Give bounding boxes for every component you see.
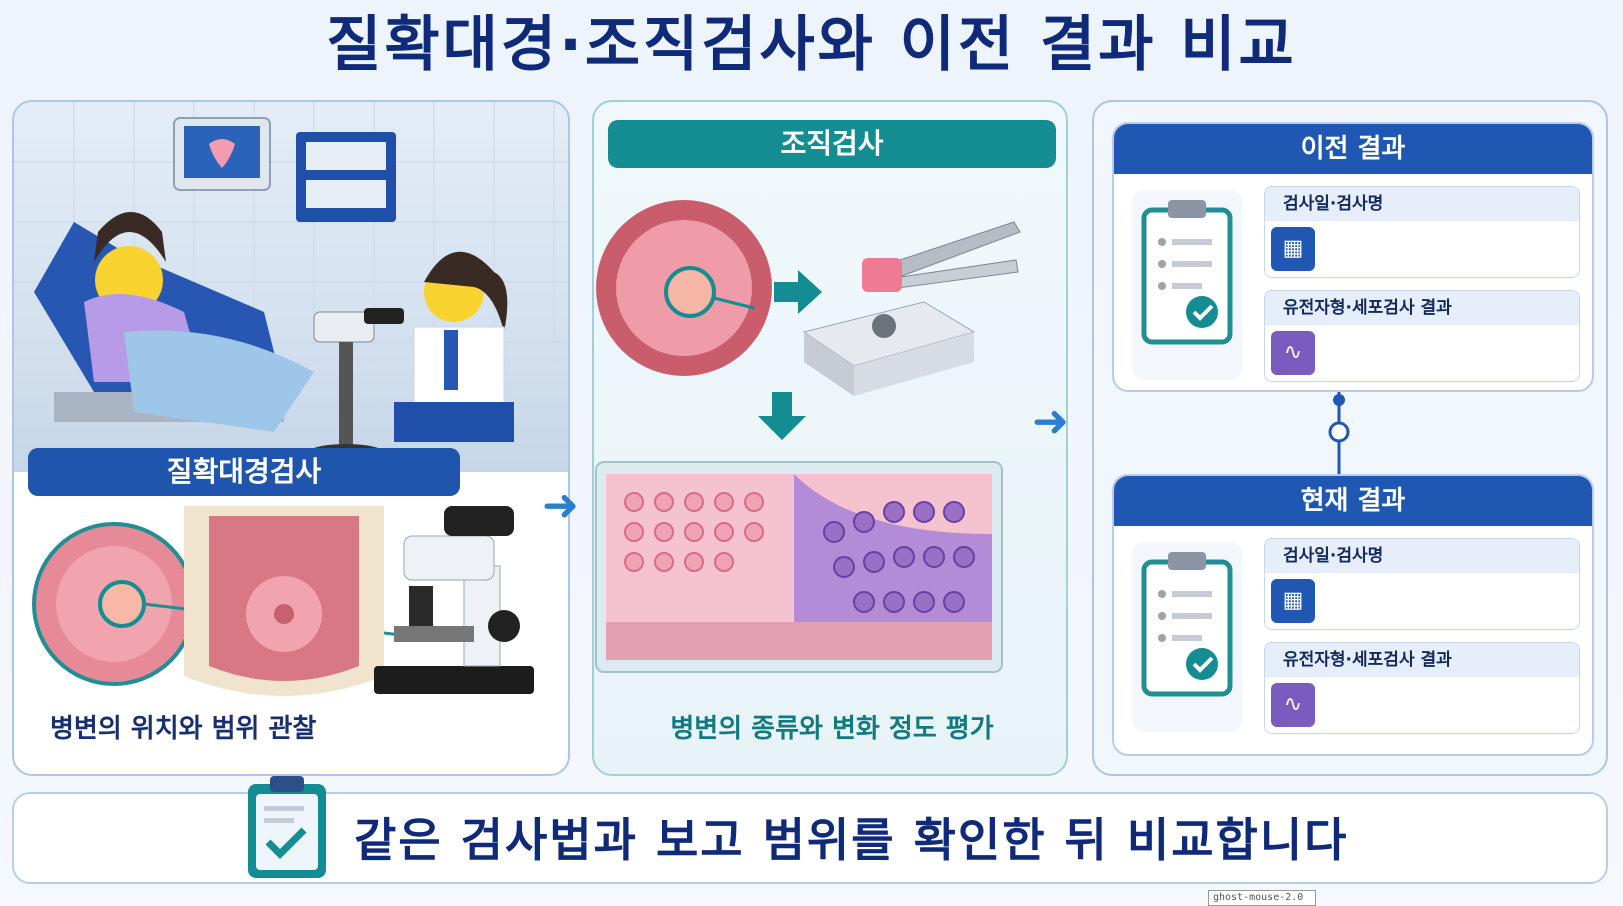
- colposcopy-panel: 질확대경검사 병변의 위치와 범위 관찰: [12, 100, 570, 776]
- page-title: 질확대경·조직검사와 이전 결과 비교: [326, 10, 1297, 80]
- tweezers-icon: [893, 221, 1021, 289]
- colposcopy-label: 질확대경검사: [28, 448, 460, 496]
- bottom-message-bar: 같은 검사법과 보고 범위를 확인한 뒤 비교합니다: [12, 776, 1608, 884]
- right-arrow-icon: ➜: [1032, 396, 1069, 447]
- right-arrow-icon: [774, 270, 822, 314]
- exam-date-label: 검사일·검사명: [1265, 539, 1579, 573]
- microscope-icon: [374, 506, 534, 694]
- biopsy-label: 조직검사: [608, 120, 1056, 168]
- results-panel: 이전 결과 검사일·검사명 ▦ 유전자형·세포검사 결과 ∿: [1092, 100, 1608, 776]
- cervix-microscope-illustration: [14, 496, 568, 706]
- genotype-cytology-label: 유전자형·세포검사 결과: [1265, 291, 1579, 325]
- biopsy-caption: 병변의 종류와 변화 정도 평가: [670, 714, 994, 744]
- genotype-cytology-field: 유전자형·세포검사 결과 ∿: [1264, 642, 1580, 734]
- exam-date-label: 검사일·검사명: [1265, 187, 1579, 221]
- dna-icon: ∿: [1271, 683, 1315, 727]
- clipboard-check-icon: [1132, 542, 1242, 732]
- genotype-cytology-field: 유전자형·세포검사 결과 ∿: [1264, 290, 1580, 382]
- right-arrow-icon: ➜: [542, 480, 579, 531]
- clipboard-check-icon: [1132, 190, 1242, 380]
- exam-room-illustration: [14, 102, 568, 472]
- down-arrow-icon: [758, 392, 806, 440]
- calendar-icon: ▦: [1271, 579, 1315, 623]
- bottom-message: 같은 검사법과 보고 범위를 확인한 뒤 비교합니다: [354, 813, 1349, 867]
- corner-tag: ghost-mouse-2.0: [1208, 890, 1316, 906]
- colposcopy-caption: 병변의 위치와 범위 관찰: [50, 714, 317, 744]
- exam-date-field: 검사일·검사명 ▦: [1264, 538, 1580, 630]
- genotype-cytology-label: 유전자형·세포검사 결과: [1265, 643, 1579, 677]
- clipboard-check-icon: [242, 772, 332, 882]
- current-result-card: 현재 결과 검사일·검사명 ▦ 유전자형·세포검사 결과 ∿: [1112, 474, 1594, 756]
- current-result-header: 현재 결과: [1114, 476, 1592, 526]
- biopsy-process-illustration: [594, 182, 1066, 702]
- exam-date-field: 검사일·검사명 ▦: [1264, 186, 1580, 278]
- dna-icon: ∿: [1271, 331, 1315, 375]
- connector-line: [1328, 392, 1350, 474]
- biopsy-panel: 조직검사: [592, 100, 1068, 776]
- calendar-icon: ▦: [1271, 227, 1315, 271]
- previous-result-header: 이전 결과: [1114, 124, 1592, 174]
- previous-result-card: 이전 결과 검사일·검사명 ▦ 유전자형·세포검사 결과 ∿: [1112, 122, 1594, 392]
